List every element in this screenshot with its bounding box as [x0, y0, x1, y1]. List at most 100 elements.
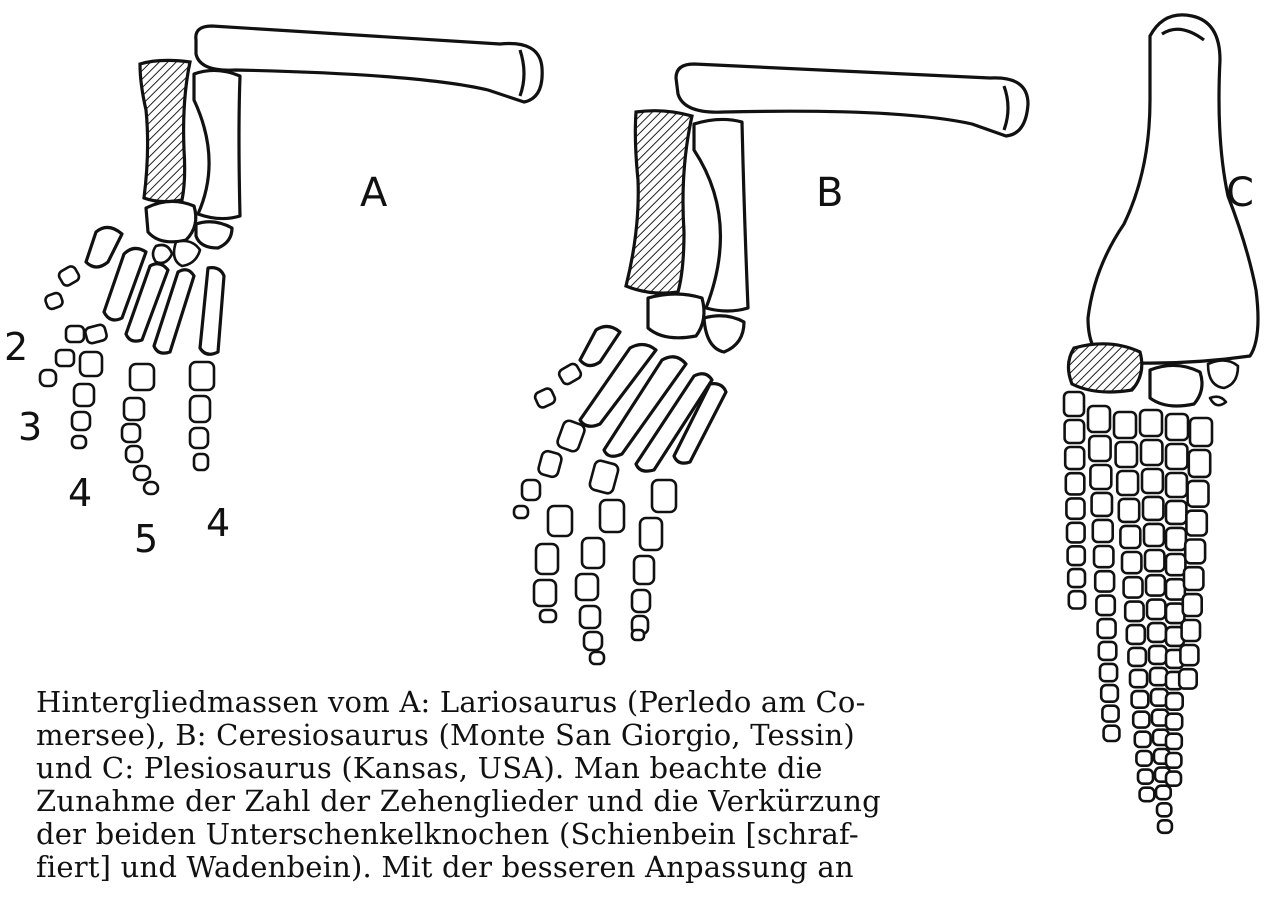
phalanx	[1166, 693, 1183, 710]
phalanx	[632, 630, 644, 640]
digit-count-label: 4	[206, 501, 230, 545]
phalanx	[1185, 540, 1205, 564]
phalanx	[1149, 646, 1167, 664]
phalanx	[1179, 669, 1197, 688]
caption-line: der beiden Unterschenkelknochen (Schienb…	[36, 818, 1026, 851]
phalanx	[1147, 600, 1165, 620]
phalanx	[537, 450, 563, 478]
phalanx	[134, 466, 150, 480]
phalanx	[190, 362, 214, 390]
phalanx	[1117, 471, 1138, 495]
phalanx	[1146, 575, 1165, 595]
phalanx	[1116, 442, 1137, 467]
phalanx	[576, 574, 598, 600]
caption-line: und C: Plesiosaurus (Kansas, USA). Man b…	[36, 752, 1026, 785]
metatarsal-b1	[580, 326, 620, 365]
tibia-c	[1068, 344, 1141, 392]
phalanx	[556, 419, 586, 453]
metatarsal-a1	[86, 227, 122, 267]
phalanx	[1065, 447, 1084, 469]
phalanx	[634, 556, 654, 584]
phalanx	[72, 436, 86, 448]
limb-b	[514, 64, 1028, 664]
femur-b-detail	[1004, 86, 1008, 130]
phalanx	[1132, 691, 1149, 708]
phalanx	[1142, 469, 1163, 493]
phalanx	[584, 632, 602, 650]
tarsal-a1	[146, 201, 196, 241]
phalanx	[190, 428, 208, 448]
phalanx	[1099, 642, 1117, 660]
phalanx	[1166, 414, 1188, 440]
phalanx	[66, 326, 84, 342]
fibula-b	[694, 119, 748, 311]
digit-count-label: 4	[68, 471, 92, 515]
phalanx	[1114, 412, 1136, 438]
fibula-c	[1150, 365, 1202, 406]
tibia-a	[140, 60, 190, 201]
phalanx	[1158, 820, 1172, 833]
phalanx	[1148, 623, 1166, 642]
phalanx	[1143, 497, 1163, 520]
phalanx	[1095, 571, 1114, 591]
phalanx	[1189, 450, 1210, 477]
phalanx	[1166, 444, 1187, 469]
caption-line: mersee), B: Ceresiosaurus (Monte San Gio…	[36, 719, 1026, 752]
phalanx	[1166, 772, 1181, 786]
caption-line: fiert] und Wadenbein). Mit der besseren …	[36, 851, 1026, 884]
phalanx	[124, 398, 144, 420]
phalanx	[1066, 498, 1084, 518]
tarsal-b1	[648, 294, 704, 338]
phalanx	[1102, 706, 1118, 722]
phalanx	[1166, 714, 1182, 730]
phalanx	[84, 324, 107, 345]
phalanx	[1127, 625, 1145, 644]
phalanx	[1069, 591, 1085, 608]
phalanx	[1066, 473, 1085, 494]
tarsal-c1	[1208, 360, 1238, 388]
phalanx	[1166, 473, 1187, 497]
phalanx	[1128, 648, 1146, 666]
phalanx	[44, 292, 64, 311]
limb-a	[40, 26, 542, 494]
phalanx	[540, 610, 556, 622]
phalanx	[1133, 712, 1149, 728]
phalanx	[56, 350, 74, 366]
phalanx	[1186, 511, 1206, 536]
phalanx	[1065, 420, 1085, 443]
phalanges-c	[1064, 392, 1212, 833]
phalanx	[1166, 734, 1182, 749]
phalanx	[557, 362, 582, 386]
phalanx	[1096, 596, 1114, 616]
phalanx	[80, 352, 102, 376]
phalanx	[1182, 620, 1200, 641]
phalanx	[126, 446, 142, 462]
phalanx	[1136, 751, 1151, 766]
figure-caption: Hintergliedmassen vom A: Lariosaurus (Pe…	[36, 686, 1026, 884]
phalanx	[122, 424, 140, 442]
phalanx	[1093, 520, 1113, 542]
caption-line: Hintergliedmassen vom A: Lariosaurus (Pe…	[36, 686, 1026, 719]
phalanx	[1089, 436, 1110, 461]
phalanx	[1130, 670, 1147, 687]
phalanx	[590, 652, 604, 664]
label-c: C	[1226, 170, 1254, 216]
phalanx	[1064, 392, 1084, 416]
phalanx	[1180, 645, 1198, 665]
phalanx	[589, 459, 620, 494]
phalanx	[1190, 418, 1212, 446]
tarsal-b2	[704, 316, 744, 352]
phalanx	[1135, 732, 1151, 747]
phalanx	[1122, 552, 1141, 573]
femur-a-detail	[520, 50, 524, 96]
phalanx	[1184, 567, 1203, 590]
phalanx	[522, 480, 540, 500]
fibula-a	[194, 70, 240, 218]
phalanx	[130, 364, 154, 390]
tibia-b	[626, 111, 692, 293]
phalanx	[534, 580, 556, 606]
phalanx	[1100, 664, 1117, 681]
phalanx	[1104, 726, 1120, 741]
tarsal-a4	[153, 245, 172, 263]
phalanx	[1166, 753, 1181, 768]
